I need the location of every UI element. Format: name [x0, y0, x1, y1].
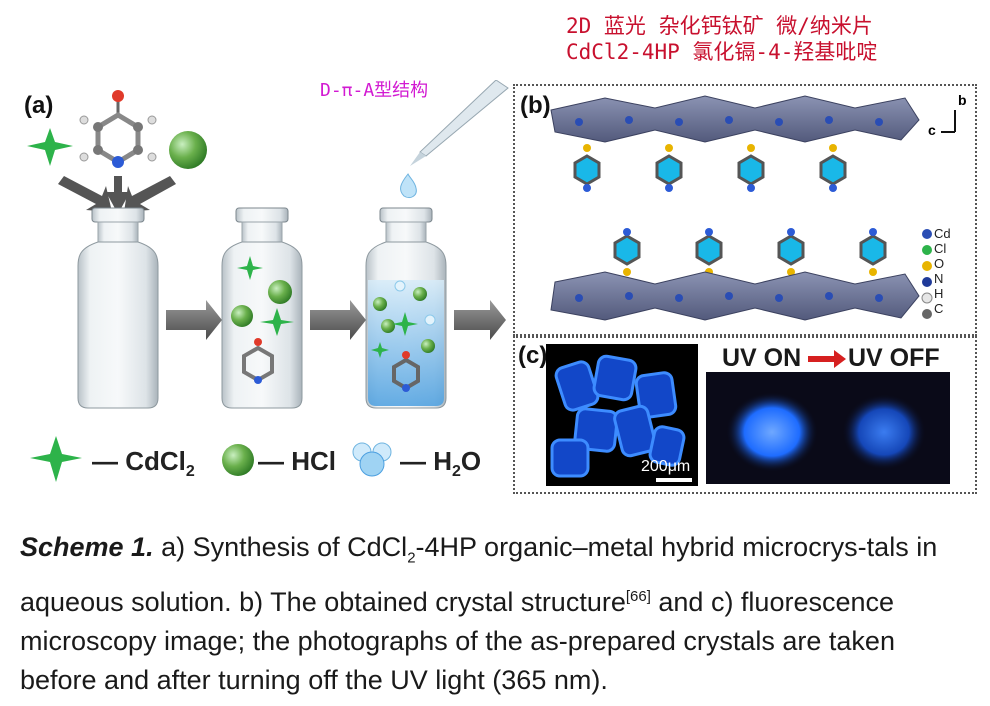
- organic-cations-row-2: [613, 228, 887, 276]
- cd-atoms-bottom: [575, 292, 883, 302]
- crystal-structure: [550, 95, 956, 321]
- scheme-label: Scheme 1.: [20, 532, 154, 562]
- legend-star-icon: [30, 436, 82, 482]
- uv-photographs: [706, 372, 950, 484]
- panel-c-label: (c): [518, 342, 548, 369]
- synthesis-illustration: [27, 80, 509, 482]
- annotation-line-1: 2D 蓝光 杂化钙钛矿 微/纳米片: [566, 14, 873, 38]
- cd-chain-top: [550, 95, 920, 143]
- element-legend: Cd Cl O N H C: [934, 226, 951, 316]
- panel-a-label: (a): [24, 92, 54, 119]
- panel-b-label: (b): [520, 92, 551, 119]
- vial-empty: [77, 207, 159, 409]
- element-legend-dots: [921, 229, 933, 319]
- axis-c-label: c: [928, 122, 936, 138]
- uv-off-crystal: [842, 394, 926, 470]
- element-legend-cl: Cl: [934, 241, 947, 256]
- axis-indicator-icon: [941, 110, 956, 133]
- annotation-structure-type: D-π-A型结构: [320, 80, 429, 101]
- process-arrow-1: [166, 300, 222, 340]
- cd-atoms-top: [575, 116, 883, 126]
- vial-aqueous: [365, 207, 447, 409]
- pyridinol-molecule-icon: [79, 90, 157, 168]
- legend-sphere-icon: [222, 444, 254, 476]
- element-legend-c: C: [934, 301, 944, 316]
- process-arrow-3: [454, 300, 506, 340]
- organic-cations-row-1: [573, 144, 847, 192]
- panel-c-box: [513, 336, 977, 494]
- element-legend-n: N: [934, 271, 944, 286]
- uv-off-label: UV OFF: [848, 344, 940, 372]
- uv-on-crystal: [726, 392, 818, 472]
- pipette-icon: [410, 80, 509, 166]
- element-legend-cd: Cd: [934, 226, 951, 241]
- legend-water-icon: [352, 442, 392, 477]
- hcl-sphere-icon: [169, 131, 207, 169]
- axis-b-label: b: [958, 92, 967, 108]
- scale-bar-label: 200μm: [641, 458, 691, 475]
- cd-chain-bottom: [550, 271, 920, 321]
- scale-bar: [656, 478, 692, 482]
- fluorescence-microscopy-image: [546, 344, 698, 486]
- annotation-line-2: CdCl2-4HP 氯化镉-4-羟基吡啶: [566, 40, 878, 64]
- converging-arrows: [58, 176, 176, 214]
- element-legend-o: O: [934, 256, 945, 271]
- panel-b-box: [513, 84, 977, 336]
- legend-h2o: — H2O: [400, 446, 482, 481]
- legend-cdcl2: — CdCl2: [92, 446, 195, 481]
- uv-arrow-icon: [808, 350, 846, 368]
- process-arrow-2: [310, 300, 366, 340]
- vial-mixture: [221, 207, 303, 409]
- uv-on-label: UV ON: [722, 344, 802, 372]
- water-drop-icon: [400, 173, 417, 199]
- figure-caption: Scheme 1. a) Synthesis of CdCl2-4HP orga…: [20, 532, 938, 696]
- element-legend-h: H: [934, 286, 944, 301]
- legend-hcl: — HCl: [258, 446, 336, 476]
- cdcl2-star-icon: [27, 128, 73, 166]
